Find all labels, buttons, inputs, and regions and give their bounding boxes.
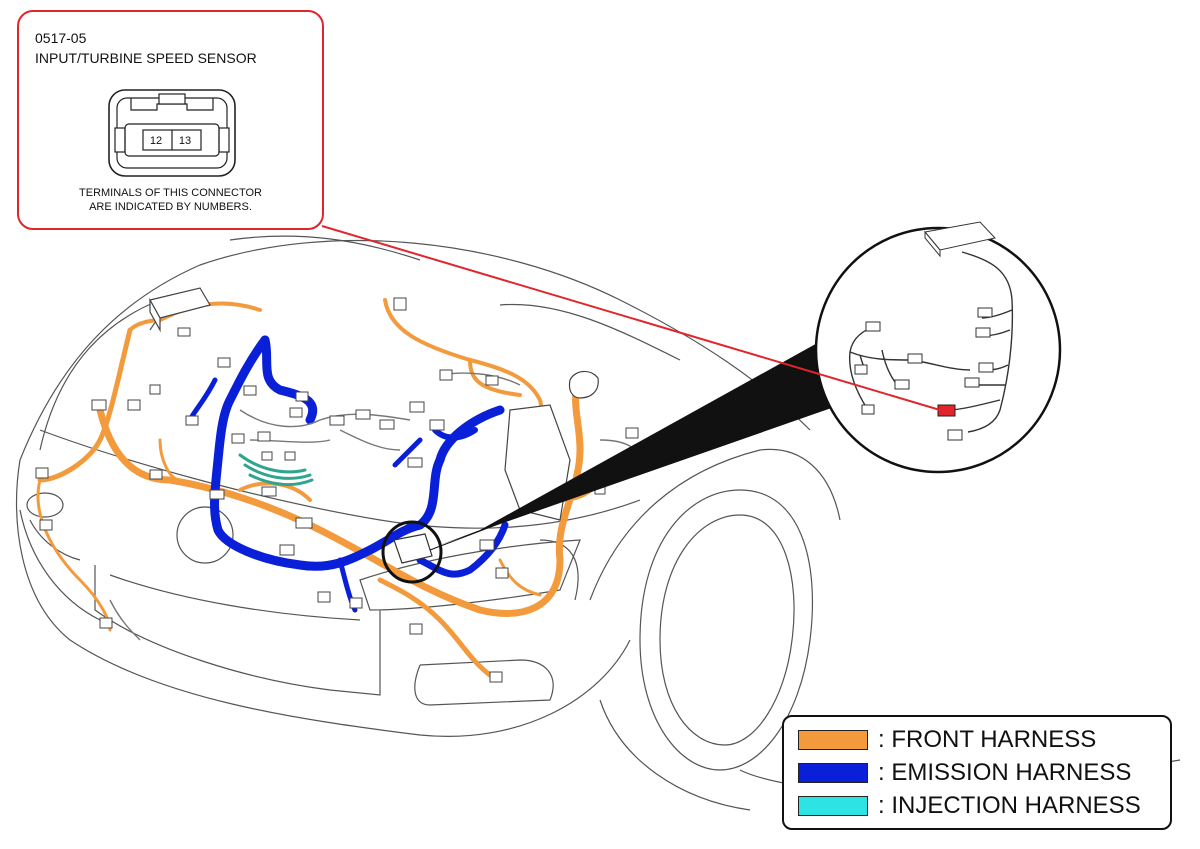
connector-note-line1: TERMINALS OF THIS CONNECTOR xyxy=(79,187,262,199)
legend-row-emission: : EMISSION HARNESS xyxy=(798,759,1132,786)
legend-row-front: : FRONT HARNESS xyxy=(798,726,1097,753)
connector-callout: 0517-05 INPUT/TURBINE SPEED SENSOR 12 13… xyxy=(17,10,324,230)
legend-label-front: : FRONT HARNESS xyxy=(878,726,1097,753)
legend-swatch-emission xyxy=(798,763,868,783)
connector-code: 0517-05 xyxy=(35,30,87,46)
terminal-12: 12 xyxy=(149,135,163,147)
zoom-detail-circle xyxy=(814,221,1062,474)
module-boxes xyxy=(149,287,599,521)
highlighted-connector xyxy=(937,404,956,417)
injection-harness-wires xyxy=(238,453,314,486)
connector-note-line2: ARE INDICATED BY NUMBERS. xyxy=(89,201,252,213)
zoom-leader-line xyxy=(429,397,831,551)
connector-name: INPUT/TURBINE SPEED SENSOR xyxy=(35,50,257,66)
connector-face-icon xyxy=(108,89,236,177)
emission-harness-wires xyxy=(187,335,509,613)
legend-row-injection: : INJECTION HARNESS xyxy=(798,792,1141,819)
zoom-wedge xyxy=(440,336,860,545)
terminal-13: 13 xyxy=(178,135,192,147)
legend-label-injection: : INJECTION HARNESS xyxy=(878,792,1141,819)
harness-legend: : FRONT HARNESS : EMISSION HARNESS : INJ… xyxy=(782,715,1172,830)
legend-swatch-injection xyxy=(798,796,868,816)
target-connector-marker xyxy=(381,520,443,584)
headlamp-outline xyxy=(26,492,234,564)
connector-note: TERMINALS OF THIS CONNECTOR ARE INDICATE… xyxy=(19,186,322,214)
small-connectors xyxy=(35,297,639,683)
legend-label-emission: : EMISSION HARNESS xyxy=(878,759,1132,786)
legend-swatch-front xyxy=(798,730,868,750)
callout-leader-line xyxy=(321,225,941,411)
